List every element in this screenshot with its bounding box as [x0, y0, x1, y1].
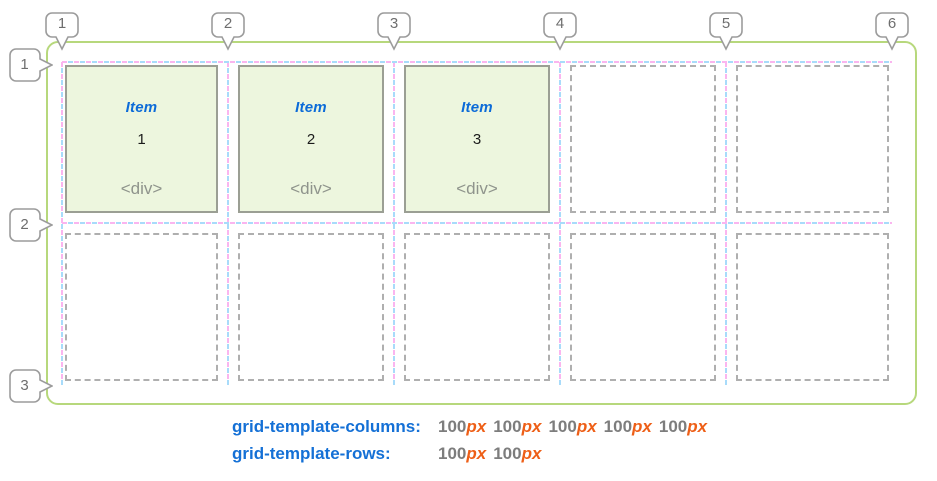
- grid-line-horizontal-2: [62, 222, 892, 224]
- value: 100px: [438, 444, 487, 463]
- value: 100px: [493, 417, 542, 436]
- grid-cell-empty: [570, 65, 716, 213]
- row-line-marker-2: 2: [9, 208, 53, 242]
- column-line-number: 3: [389, 15, 399, 32]
- marker-pin-icon: [9, 208, 53, 242]
- grid-cell-empty: [736, 233, 889, 381]
- column-line-number: 1: [57, 15, 67, 32]
- item-label: Item: [461, 99, 493, 116]
- row-line-number: 2: [20, 216, 29, 233]
- row-line-marker-1: 1: [9, 48, 53, 82]
- item-number: 2: [306, 131, 316, 148]
- css-declarations: grid-template-columns: 100px 100px 100px 100…: [232, 413, 714, 467]
- row-line-marker-3: 3: [9, 369, 53, 403]
- item-tag: <div>: [456, 179, 498, 198]
- marker-pin-icon: [9, 369, 53, 403]
- marker-pin-icon: [709, 12, 743, 51]
- value: 100px: [548, 417, 597, 436]
- grid-cell-empty: [404, 233, 550, 381]
- value: 100px: [603, 417, 652, 436]
- grid-line-horizontal-1: [62, 61, 892, 63]
- declaration-rows: grid-template-rows: 100px 100px: [232, 440, 714, 467]
- marker-pin-icon: [377, 12, 411, 51]
- column-line-marker-5: 5: [709, 12, 743, 52]
- column-line-marker-3: 3: [377, 12, 411, 52]
- value: 100px: [658, 417, 708, 436]
- column-line-marker-6: 6: [875, 12, 909, 52]
- row-line-number: 1: [20, 56, 29, 73]
- grid-item-3: Item 3 <div>: [404, 65, 550, 213]
- item-number: 3: [472, 131, 482, 148]
- grid-cell-empty: [736, 65, 889, 213]
- marker-pin-icon: [543, 12, 577, 51]
- marker-pin-icon: [211, 12, 245, 51]
- item-label: Item: [125, 99, 158, 116]
- marker-pin-icon: [45, 12, 79, 51]
- item-tag: <div>: [290, 179, 332, 198]
- grid-cell-empty: [65, 233, 218, 381]
- grid-item-1: Item 1 <div>: [65, 65, 218, 213]
- item-label: Item: [295, 99, 327, 116]
- column-line-number: 6: [887, 15, 897, 32]
- column-line-marker-4: 4: [543, 12, 577, 52]
- grid-cell-empty: [570, 233, 716, 381]
- row-line-number: 3: [20, 377, 29, 394]
- item-number: 1: [137, 131, 146, 148]
- column-line-marker-2: 2: [211, 12, 245, 52]
- column-line-number: 2: [223, 15, 233, 32]
- marker-pin-icon: [9, 48, 53, 82]
- marker-pin-icon: [875, 12, 909, 51]
- grid-item-2: Item 2 <div>: [238, 65, 384, 213]
- value: 100px: [438, 417, 487, 436]
- column-line-marker-1: 1: [45, 12, 79, 52]
- column-line-number: 5: [721, 15, 731, 32]
- property-name: grid-template-columns:: [232, 417, 421, 436]
- declaration-columns: grid-template-columns: 100px 100px 100px 100…: [232, 413, 714, 440]
- value: 100px: [493, 444, 542, 463]
- column-line-number: 4: [555, 15, 565, 32]
- grid-cell-empty: [238, 233, 384, 381]
- item-tag: <div>: [120, 179, 163, 198]
- property-name: grid-template-rows:: [232, 444, 391, 463]
